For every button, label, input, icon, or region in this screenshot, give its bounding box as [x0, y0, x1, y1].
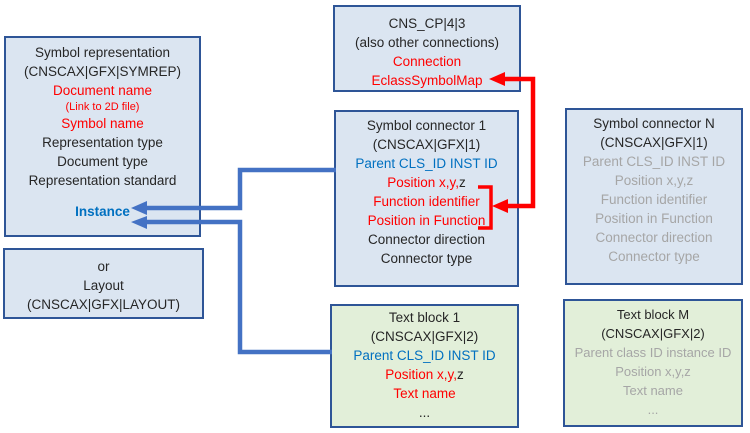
connN-position: Position x,y,z: [614, 173, 694, 188]
textM-ellipsis: ...: [647, 402, 659, 417]
symrep-link-note: (Link to 2D file): [65, 101, 140, 113]
symrep-representation-type: Representation type: [42, 135, 163, 150]
connN-position-in-function: Position in Function: [595, 211, 713, 226]
symrep-title: Symbol representation: [34, 45, 171, 60]
layout-or-label: or: [97, 259, 110, 274]
conn1-connector-direction: Connector direction: [367, 232, 486, 247]
textM-subtitle: (CNSCAX|GFX|2): [601, 326, 705, 341]
conn1-subtitle: (CNSCAX|GFX|1): [372, 137, 481, 152]
box-text-block-1: Text block 1 (CNSCAX|GFX|2) Parent CLS_I…: [330, 304, 519, 428]
text1-subtitle: (CNSCAX|GFX|2): [370, 329, 479, 344]
symrep-document-type: Document type: [57, 154, 148, 169]
conn1-connector-type: Connector type: [380, 251, 473, 266]
box-symbol-connector-1: Symbol connector 1 (CNSCAX|GFX|1) Parent…: [334, 110, 519, 287]
connN-parent: Parent CLS_ID INST ID: [582, 154, 726, 169]
connN-connector-type: Connector type: [608, 249, 700, 264]
symrep-subtitle: (CNSCAX|GFX|SYMREP): [23, 64, 182, 79]
box-symbol-connector-n: Symbol connector N (CNSCAX|GFX|1) Parent…: [565, 108, 743, 285]
text1-title: Text block 1: [388, 310, 461, 325]
textM-position: Position x,y,z: [615, 364, 691, 379]
box-cns-cp: CNS_CP|4|3 (also other connections) Conn…: [333, 5, 521, 92]
textM-text-name: Text name: [623, 383, 683, 398]
textM-title: Text block M: [616, 307, 690, 322]
box-text-block-m: Text block M (CNSCAX|GFX|2) Parent class…: [563, 299, 743, 427]
text1-position: Position x,y,z: [332, 365, 517, 384]
symrep-representation-standard: Representation standard: [28, 173, 177, 188]
cnscp-subtitle: (also other connections): [354, 35, 500, 50]
box-layout: or Layout (CNSCAX|GFX|LAYOUT): [3, 248, 204, 319]
conn1-parent: Parent CLS_ID INST ID: [355, 156, 498, 171]
connN-connector-direction: Connector direction: [595, 230, 713, 245]
textM-parent: Parent class ID instance ID: [574, 345, 732, 360]
conn1-position: Position x,y,z: [336, 173, 517, 192]
layout-title: Layout: [83, 278, 124, 293]
conn1-function-identifier: Function identifier: [373, 194, 480, 209]
text1-text-name: Text name: [393, 386, 456, 401]
layout-subtitle: (CNSCAX|GFX|LAYOUT): [26, 297, 181, 312]
cnscp-title: CNS_CP|4|3: [388, 16, 466, 31]
text1-parent: Parent CLS_ID INST ID: [353, 348, 496, 363]
text1-ellipsis: ...: [418, 405, 431, 420]
conn1-position-in-function: Position in Function: [367, 213, 486, 228]
conn1-title: Symbol connector 1: [366, 118, 487, 133]
conn1-position-z: z: [459, 175, 466, 190]
text1-position-red: Position x,y,: [385, 367, 458, 382]
connN-subtitle: (CNSCAX|GFX|1): [600, 135, 708, 150]
cnscp-eclass-symbol-map: EclassSymbolMap: [371, 73, 483, 88]
conn1-position-red: Position x,y,: [387, 175, 460, 190]
text1-position-z: z: [457, 367, 464, 382]
cnscp-connection: Connection: [392, 54, 462, 69]
connN-function-identifier: Function identifier: [600, 192, 708, 207]
symrep-symbol-name: Symbol name: [61, 116, 144, 131]
box-symbol-representation: Symbol representation (CNSCAX|GFX|SYMREP…: [4, 36, 201, 237]
connN-title: Symbol connector N: [593, 116, 715, 131]
symrep-instance: Instance: [75, 204, 130, 219]
symrep-document-name: Document name: [52, 83, 153, 98]
